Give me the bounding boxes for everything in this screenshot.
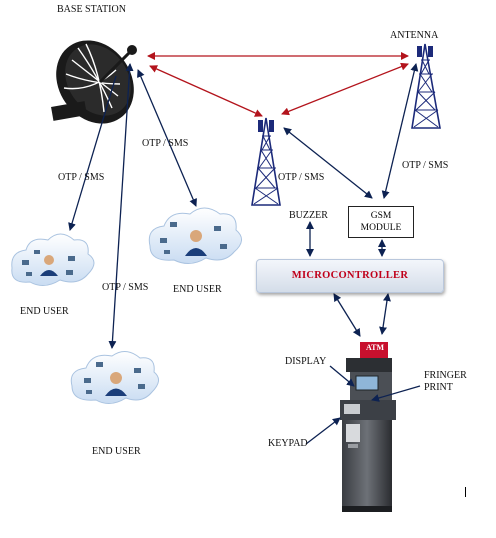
satellite-dish-icon bbox=[51, 40, 137, 124]
gsm-module-label-line2: MODULE bbox=[360, 223, 402, 233]
microcontroller-box: MICROCONTROLLER bbox=[256, 259, 444, 293]
otp-sms-label-left: OTP / SMS bbox=[58, 172, 105, 183]
cloud-icon-middle bbox=[148, 207, 242, 264]
sms-links bbox=[68, 63, 421, 445]
end-user-label-left: END USER bbox=[20, 306, 69, 317]
buzzer-label: BUZZER bbox=[289, 210, 328, 221]
otp-sms-label-tower: OTP / SMS bbox=[278, 172, 325, 183]
text-cursor bbox=[465, 487, 466, 497]
end-user-label-middle: END USER bbox=[173, 284, 222, 295]
atm-machine-icon bbox=[340, 342, 396, 512]
wireless-links bbox=[147, 52, 409, 117]
otp-sms-label-bottom: OTP / SMS bbox=[102, 282, 149, 293]
cloud-icon-bottom bbox=[70, 351, 159, 404]
antenna-label: ANTENNA bbox=[390, 30, 439, 41]
tower-icon-left bbox=[251, 117, 281, 206]
finger-print-label: FRINGER PRINT bbox=[424, 370, 467, 394]
atm-sign-label: ATM bbox=[366, 343, 385, 352]
gsm-module-box: GSM MODULE bbox=[348, 206, 414, 238]
base-station-label: BASE STATION bbox=[57, 4, 126, 15]
otp-sms-label-base: OTP / SMS bbox=[142, 138, 189, 149]
finger-print-label-line2: PRINT bbox=[424, 382, 453, 393]
cloud-icon-left bbox=[11, 233, 95, 286]
end-user-label-bottom: END USER bbox=[92, 446, 141, 457]
gsm-module-label-line1: GSM bbox=[370, 211, 392, 221]
otp-sms-label-antenna: OTP / SMS bbox=[402, 160, 449, 171]
keypad-label: KEYPAD bbox=[268, 438, 308, 449]
finger-print-label-line1: FRINGER bbox=[424, 370, 467, 381]
display-label: DISPLAY bbox=[285, 356, 327, 367]
tower-icon-right bbox=[411, 43, 441, 129]
